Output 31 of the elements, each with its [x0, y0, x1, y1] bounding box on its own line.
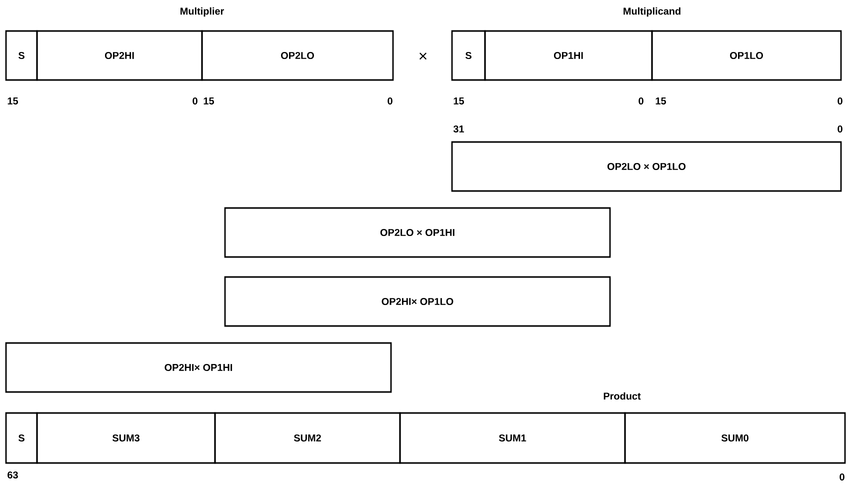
bit-field: OP2LO	[201, 30, 394, 81]
bit-field: SUM0	[624, 412, 846, 464]
bit-field: SUM2	[214, 412, 401, 464]
bit-number: 0	[388, 97, 392, 105]
bit-number: 15	[656, 98, 666, 104]
bit-number: 0	[838, 125, 842, 133]
partial-product-box: OP2LO × OP1HI	[224, 207, 611, 258]
bit-number: 0	[840, 473, 844, 481]
partial-product-box: OP2LO × OP1LO	[451, 141, 842, 192]
bit-field: OP1HI	[484, 30, 653, 81]
partial-product-box: OP2HI× OP1LO	[224, 276, 611, 327]
bit-field: S	[5, 412, 38, 464]
bit-field: SUM1	[399, 412, 626, 464]
register-heading: Multiplier	[180, 7, 224, 17]
bit-number: 0	[192, 97, 198, 105]
register-heading: Multiplicand	[624, 7, 680, 17]
bit-field: SUM3	[36, 412, 216, 464]
register-heading: Product	[604, 392, 641, 400]
bit-field: OP2HI	[36, 30, 203, 81]
multiply-sign: ×	[419, 52, 427, 60]
bit-number: 15	[454, 98, 464, 104]
bit-field: S	[451, 30, 486, 81]
bit-field: S	[5, 30, 38, 81]
bit-number: 0	[638, 97, 644, 105]
bit-number: 15	[8, 98, 18, 104]
bit-number: 63	[8, 471, 18, 479]
bit-field: OP1LO	[651, 30, 842, 81]
partial-product-box: OP2HI× OP1HI	[5, 342, 392, 393]
bit-number: 15	[204, 98, 214, 104]
bit-number: 0	[838, 97, 842, 105]
bit-number: 31	[453, 125, 464, 133]
